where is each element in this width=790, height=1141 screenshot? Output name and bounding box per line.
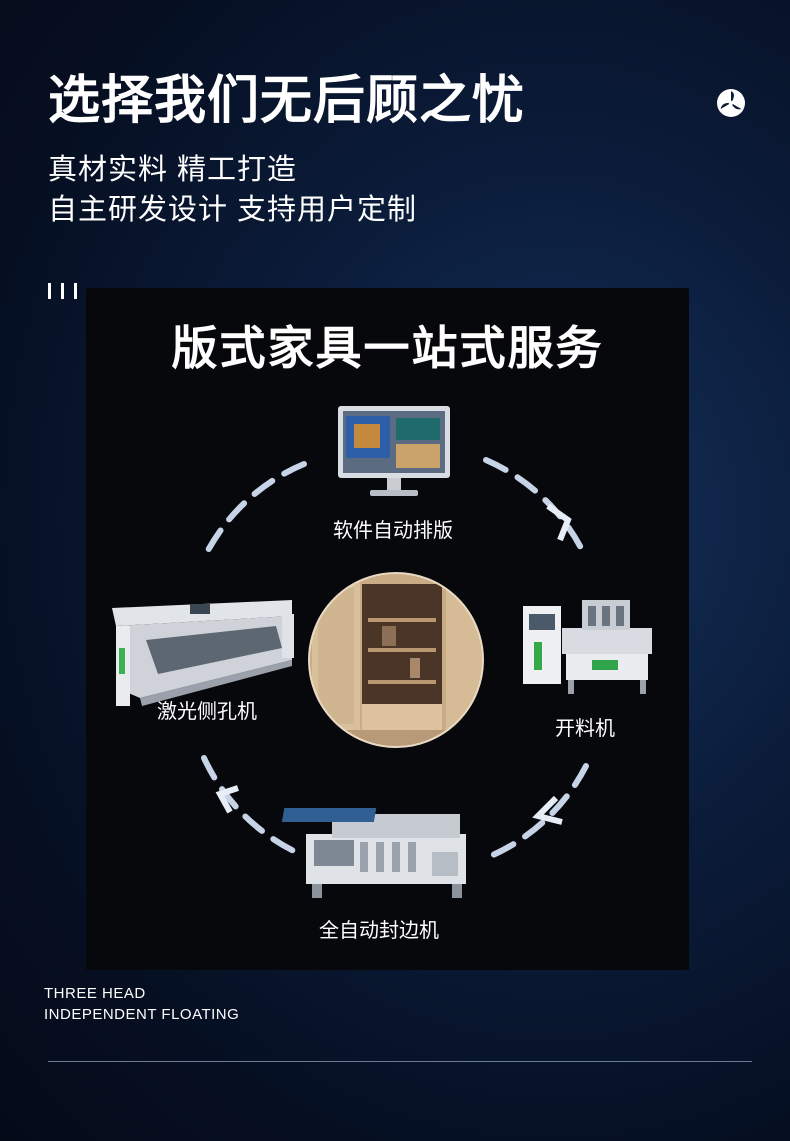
step-label-edge-banding: 全自动封边机 bbox=[319, 920, 439, 942]
service-panel: 版式家具一站式服务 软件自动排版 开料机 全自动封边机 激光侧孔机 bbox=[86, 288, 689, 970]
furniture-photo bbox=[309, 573, 483, 747]
footer-text-line-1: THREE HEAD bbox=[44, 985, 146, 1002]
decor-bars bbox=[48, 283, 87, 304]
panel-title: 版式家具一站式服务 bbox=[171, 322, 604, 374]
side-drill-icon bbox=[112, 600, 294, 706]
arrow-left-down bbox=[532, 795, 563, 825]
step-label-cutting: 开料机 bbox=[555, 718, 615, 740]
tagline-line-1: 真材实料 精工打造 bbox=[48, 154, 298, 186]
cycle-diagram bbox=[112, 406, 652, 898]
tagline-line-2: 自主研发设计 支持用户定制 bbox=[48, 194, 418, 226]
arrow-right-down bbox=[546, 503, 572, 542]
step-label-software: 软件自动排版 bbox=[333, 520, 453, 542]
footer-text-line-2: INDEPENDENT FLOATING bbox=[44, 1006, 240, 1023]
fan-icon bbox=[717, 89, 745, 117]
cnc-router-icon bbox=[523, 600, 652, 694]
edge-bander-icon bbox=[281, 808, 466, 898]
page-title: 选择我们无后顾之忧 bbox=[48, 72, 526, 130]
step-label-side-drill: 激光侧孔机 bbox=[157, 701, 257, 723]
monitor-icon bbox=[338, 406, 450, 496]
arrow-left-up bbox=[215, 785, 239, 814]
divider bbox=[48, 1061, 752, 1062]
